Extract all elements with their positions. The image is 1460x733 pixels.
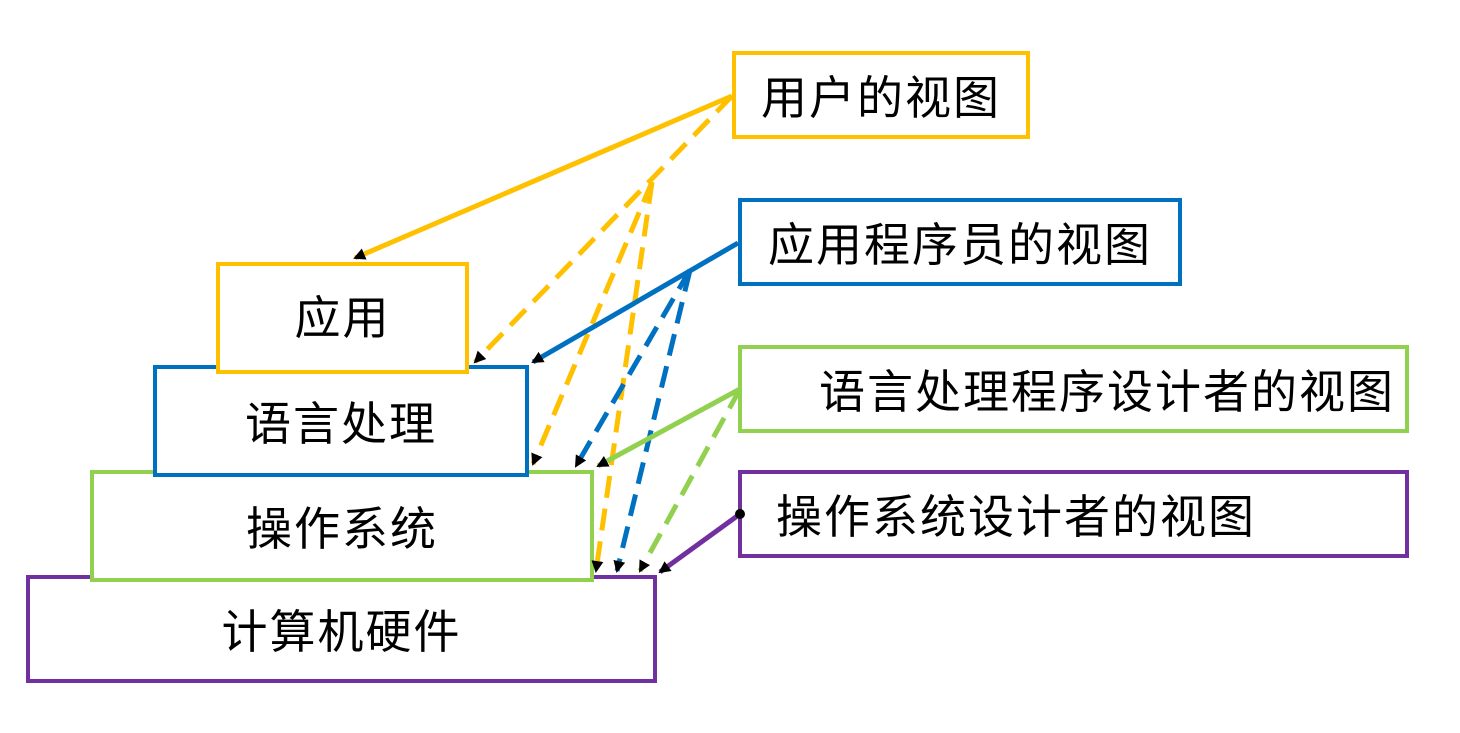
appdev-to-os-arrow	[573, 268, 693, 468]
user-to-hardware-arrow	[591, 181, 655, 573]
appdev-to-hardware-arrow	[613, 269, 693, 573]
osdev-to-hardware-arrow	[658, 511, 742, 575]
layer-application-label: 应用	[294, 291, 391, 345]
user-to-os-arrow	[530, 181, 655, 466]
layer-hardware-box: 计算机硬件	[26, 575, 657, 683]
application-programmer-view-box: 应用程序员的视图	[738, 198, 1182, 286]
language-processor-designer-view-box: 语言处理程序设计者的视图	[738, 345, 1409, 433]
application-programmer-view-label: 应用程序员的视图	[768, 218, 1152, 272]
user-to-language-arrow	[473, 94, 734, 364]
layer-language-processing-box: 语言处理	[153, 365, 529, 477]
os-designer-view-box: 操作系统设计者的视图	[738, 470, 1409, 558]
appdev-to-language-arrow	[531, 240, 740, 365]
user-view-box: 用户的视图	[732, 51, 1030, 139]
os-designer-view-label: 操作系统设计者的视图	[776, 490, 1256, 544]
layer-language-processing-label: 语言处理	[245, 397, 437, 451]
langdev-to-os-arrow	[596, 386, 742, 469]
user-to-application-arrow	[353, 93, 733, 261]
user-view-label: 用户的视图	[761, 71, 1001, 125]
layer-application-box: 应用	[216, 262, 469, 374]
layer-operating-system-box: 操作系统	[90, 470, 594, 582]
language-processor-designer-view-label: 语言处理程序设计者的视图	[819, 365, 1395, 419]
langdev-to-hardware-arrow	[637, 387, 743, 573]
layer-operating-system-label: 操作系统	[246, 502, 438, 556]
layer-hardware-label: 计算机硬件	[221, 605, 462, 659]
